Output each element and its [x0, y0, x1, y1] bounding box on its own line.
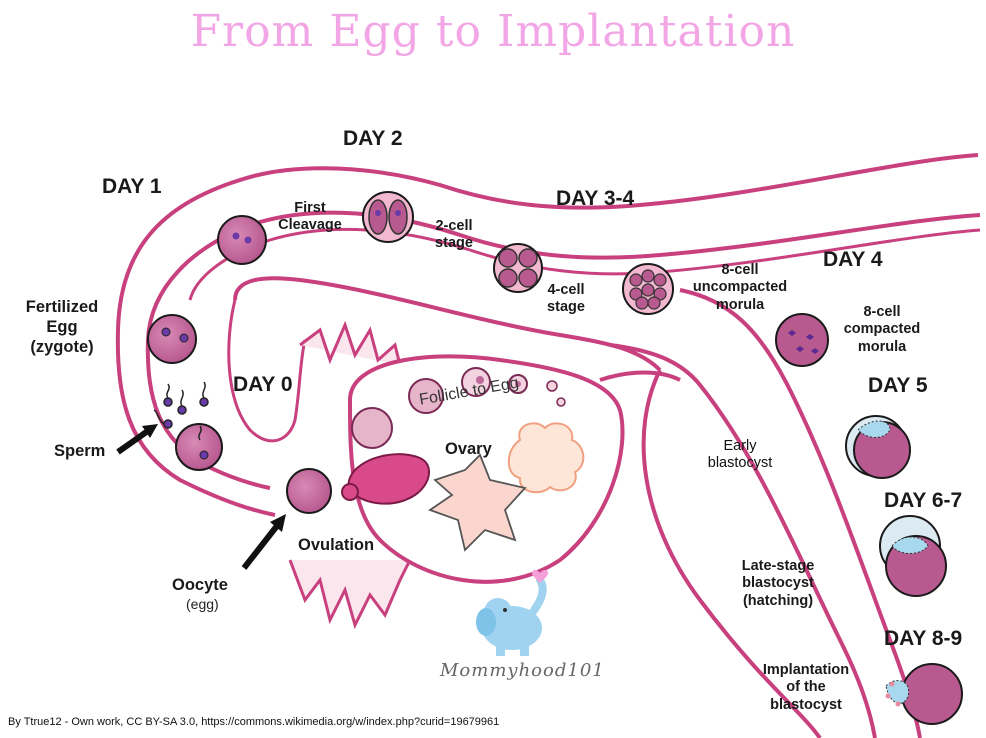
ovulation-label: Ovulation — [298, 536, 375, 554]
corpus-albicans — [428, 453, 527, 552]
implanting-blastocyst — [901, 663, 963, 725]
tube-uterus-junction — [233, 276, 662, 372]
fimbriae-upper — [299, 320, 402, 366]
two-cell-label: 2-cell stage — [426, 218, 482, 253]
eight-cell-compacted-label: 8-cell compacted morula — [834, 304, 930, 356]
implantation-line-2: of the — [786, 679, 826, 696]
day-3-4-label: DAY 3-4 — [556, 187, 635, 210]
first-cleavage-label: First Cleavage — [270, 200, 350, 235]
uterus-lower-wall — [641, 369, 822, 738]
day-0-label: DAY 0 — [233, 373, 293, 396]
implantation-label: Implantation of the blastocyst — [750, 662, 862, 714]
late-blastocyst-line-2: blastocyst — [742, 575, 814, 592]
fimbriae-lower — [288, 559, 412, 630]
follicle-large — [351, 407, 393, 449]
late-blastocyst-label: Late-stage blastocyst (hatching) — [728, 558, 828, 610]
sperm-label: Sperm — [54, 442, 106, 460]
early-blastocyst-line-2: blastocyst — [707, 455, 773, 472]
oocyte-cell — [286, 468, 332, 514]
fertilized-egg-label: Fertilized Egg (zygote) — [12, 298, 112, 357]
follicle-medium-2 — [461, 367, 491, 397]
follicle-small-2 — [546, 380, 558, 392]
two-cell-line-1: 2-cell — [435, 218, 473, 234]
oocyte-arrow — [241, 520, 283, 570]
page-title: From Egg to Implantation — [190, 6, 796, 57]
uterus-wall-inner — [609, 343, 877, 738]
ovary-ligament — [599, 370, 681, 382]
tube-inner-wall-upper — [145, 210, 981, 490]
fertilized-egg-line-2: Egg — [46, 317, 78, 336]
day-6-7-label: DAY 6-7 — [884, 489, 963, 512]
tube-outer-wall — [115, 153, 979, 517]
follicle-small-3 — [556, 397, 566, 407]
fertilized-egg-line-3: (zygote) — [30, 337, 94, 356]
brand-watermark: Mommyhood101 — [440, 660, 605, 681]
zygote-cell — [147, 314, 197, 364]
corpus-luteum — [507, 422, 585, 494]
eight-cell-uncompacted-label: 8-cell uncompacted morula — [682, 262, 798, 314]
eight-uncompacted-line-2: uncompacted — [692, 279, 788, 296]
eight-uncompacted-line-3: morula — [715, 296, 765, 313]
oocyte-label: Oocyte — [172, 576, 228, 594]
early-blastocyst-label: Early blastocyst — [690, 438, 790, 473]
elephant-logo — [476, 570, 549, 656]
fertilized-egg-line-1: Fertilized — [25, 298, 99, 316]
early-blastocyst-line-1: Early — [723, 438, 757, 454]
four-cell-line-1: 4-cell — [547, 282, 585, 298]
eight-compacted-line-1: 8-cell — [863, 304, 901, 320]
eight-compacted-line-2: compacted — [843, 321, 921, 338]
late-blastocyst-line-3: (hatching) — [742, 592, 814, 609]
sperm-cells — [153, 381, 209, 429]
fertilization-cell — [175, 423, 223, 471]
four-cell-line-2: stage — [547, 299, 585, 316]
four-cell-label: 4-cell stage — [538, 282, 594, 317]
attribution-credit: By Ttrue12 - Own work, CC BY-SA 3.0, htt… — [8, 716, 500, 728]
eight-compacted-line-3: morula — [857, 338, 907, 355]
day-4-label: DAY 4 — [823, 248, 883, 271]
day-5-label: DAY 5 — [868, 374, 928, 397]
day-8-9-label: DAY 8-9 — [884, 627, 963, 650]
tube-loop-inner — [227, 299, 307, 443]
late-blastocyst-line-1: Late-stage — [741, 558, 815, 574]
implantation-line-1: Implantation — [762, 662, 850, 678]
first-cleavage-line-1: First — [294, 200, 326, 216]
two-cell-line-2: stage — [435, 235, 473, 252]
eight-cell-compacted — [775, 313, 829, 367]
first-cleavage-line-2: Cleavage — [278, 217, 342, 234]
follicle-medium-1 — [408, 378, 444, 414]
day-1-label: DAY 1 — [102, 175, 162, 198]
ovary-label: Ovary — [445, 440, 492, 458]
released-egg-small — [341, 483, 359, 501]
first-cleavage-cell — [217, 215, 267, 265]
implantation-line-3: blastocyst — [770, 696, 842, 713]
tube-lumen-line-b — [188, 227, 471, 301]
oocyte-sublabel: (egg) — [186, 596, 219, 612]
day-2-label: DAY 2 — [343, 127, 403, 150]
eight-uncompacted-line-1: 8-cell — [721, 262, 759, 278]
